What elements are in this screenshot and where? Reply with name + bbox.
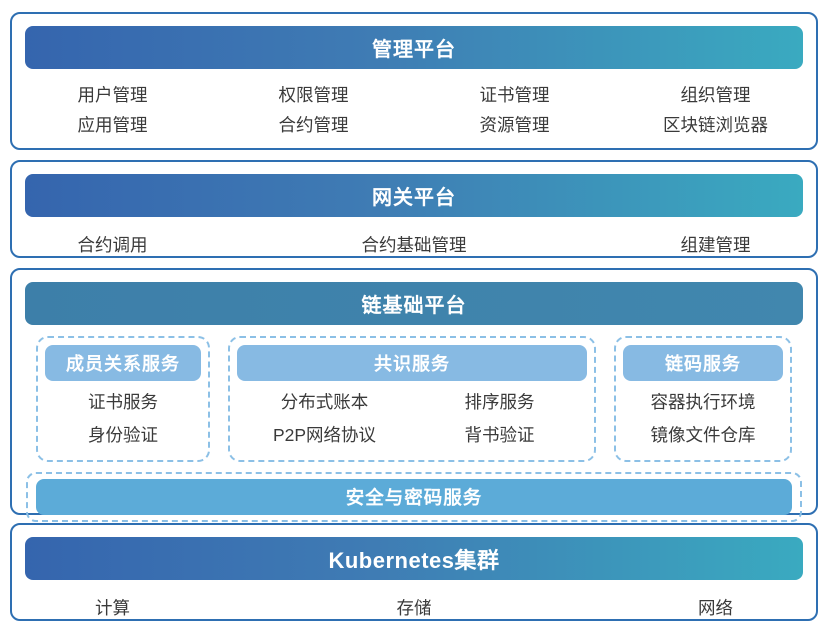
security-crypto-service-bar: 安全与密码服务	[36, 479, 792, 515]
item-contract-basic-management: 合约基础管理	[361, 235, 467, 255]
security-crypto-service-title: 安全与密码服务	[345, 487, 483, 508]
item-contract-invocation: 合约调用	[77, 235, 148, 255]
chaincode-service-items: 容器执行环境 镜像文件仓库	[623, 386, 783, 452]
item-ordering-service: 排序服务	[464, 392, 535, 412]
chain-base-platform-title: 链基础平台	[361, 295, 467, 317]
panel-kubernetes-cluster: Kubernetes集群 计算 存储 网络	[10, 523, 818, 621]
item-organization-management: 组织管理	[680, 85, 751, 105]
gateway-platform-header: 网关平台	[25, 174, 803, 217]
chaincode-service-header: 链码服务	[623, 345, 783, 381]
item-storage: 存储	[396, 598, 432, 618]
consensus-service-items: 分布式账本 排序服务 P2P网络协议 背书验证	[237, 386, 587, 452]
item-endorsement-verification: 背书验证	[464, 425, 535, 445]
item-blockchain-explorer: 区块链浏览器	[663, 115, 768, 135]
item-certificate-service: 证书服务	[88, 392, 158, 412]
chain-base-platform-header: 链基础平台	[25, 282, 803, 325]
gateway-items-row: 合约调用 合约基础管理 组建管理	[12, 230, 816, 260]
item-resource-management: 资源管理	[479, 115, 550, 135]
consensus-service-header: 共识服务	[237, 345, 587, 381]
kubernetes-cluster-header: Kubernetes集群	[25, 537, 803, 580]
item-distributed-ledger: 分布式账本	[280, 392, 369, 412]
panel-management-platform: 管理平台 用户管理 权限管理 证书管理 组织管理 应用管理 合约管理 资源管理 …	[10, 12, 818, 150]
item-p2p-network-protocol: P2P网络协议	[272, 425, 377, 445]
consensus-service-title: 共识服务	[374, 354, 450, 374]
membership-service-items: 证书服务 身份验证	[45, 386, 201, 452]
item-compute: 计算	[95, 598, 130, 618]
membership-service-box: 成员关系服务 证书服务 身份验证	[36, 336, 210, 462]
item-permission-management: 权限管理	[278, 85, 349, 105]
management-platform-title: 管理平台	[372, 39, 456, 61]
kubernetes-cluster-title: Kubernetes集群	[328, 547, 500, 573]
gateway-platform-title: 网关平台	[372, 187, 456, 209]
item-user-management: 用户管理	[77, 85, 148, 105]
kubernetes-items-row: 计算 存储 网络	[12, 593, 816, 623]
chaincode-service-box: 链码服务 容器执行环境 镜像文件仓库	[614, 336, 792, 462]
item-network: 网络	[698, 598, 733, 618]
item-identity-verification: 身份验证	[88, 425, 158, 445]
consensus-service-box: 共识服务 分布式账本 排序服务 P2P网络协议 背书验证	[228, 336, 596, 462]
item-image-file-repository: 镜像文件仓库	[650, 425, 756, 445]
item-certificate-management: 证书管理	[479, 85, 550, 105]
panel-chain-base-platform: 链基础平台 成员关系服务 证书服务 身份验证 共识服务 分布式账本 排序服务	[10, 268, 818, 522]
item-contract-management: 合约管理	[278, 115, 349, 135]
chain-services-row: 成员关系服务 证书服务 身份验证 共识服务 分布式账本 排序服务 P2P网络协议…	[36, 336, 792, 462]
management-items-grid: 用户管理 权限管理 证书管理 组织管理 应用管理 合约管理 资源管理 区块链浏览…	[12, 80, 816, 140]
item-application-management: 应用管理	[77, 115, 148, 135]
management-platform-header: 管理平台	[25, 26, 803, 69]
panel-gateway-platform: 网关平台 合约调用 合约基础管理 组建管理	[10, 160, 818, 258]
security-crypto-service-box: 安全与密码服务	[26, 472, 802, 522]
membership-service-title: 成员关系服务	[66, 354, 180, 374]
item-container-runtime: 容器执行环境	[650, 392, 756, 412]
item-component-management: 组建管理	[680, 235, 751, 255]
chaincode-service-title: 链码服务	[665, 354, 741, 374]
membership-service-header: 成员关系服务	[45, 345, 201, 381]
